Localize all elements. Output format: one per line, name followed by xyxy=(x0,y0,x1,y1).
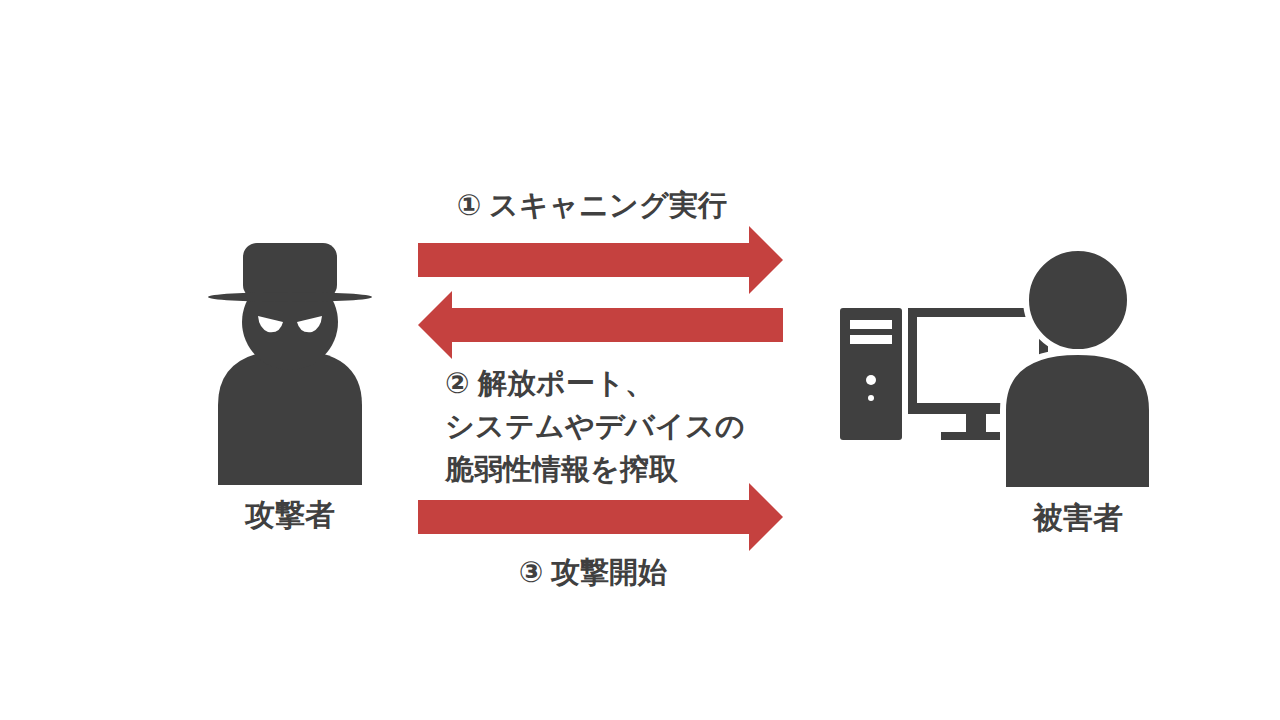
arrow-head xyxy=(749,483,783,551)
role-label: 被害者 xyxy=(1033,500,1123,536)
attacker-body xyxy=(218,350,362,485)
step-label: ② 解放ポート、 システムやデバイスの 脆弱性情報を搾取 xyxy=(445,362,790,491)
attacker-figure xyxy=(208,243,372,485)
person-node: 攻撃者 xyxy=(160,235,418,535)
step-label: ③ 攻撃開始 xyxy=(519,551,668,594)
role-label: 攻撃者 xyxy=(245,497,335,533)
led xyxy=(868,395,874,401)
arrow-head xyxy=(418,291,452,359)
power-button xyxy=(866,375,876,385)
victim-body xyxy=(1003,352,1152,490)
person-node: 被害者 xyxy=(783,235,1168,535)
attacker-eye xyxy=(258,316,283,332)
hat-brim xyxy=(208,292,372,302)
arrow-shaft xyxy=(452,308,783,342)
block-arrow xyxy=(418,291,783,359)
step-label: ① スキャニング実行 xyxy=(457,184,728,227)
arrow-shaft xyxy=(418,500,749,534)
drive-slot xyxy=(850,335,892,344)
drive-slot xyxy=(850,320,892,329)
monitor-stand xyxy=(966,414,986,434)
attacker-eye xyxy=(297,316,322,332)
block-arrow xyxy=(418,483,783,551)
block-arrow xyxy=(418,226,783,294)
arrow-head xyxy=(749,226,783,294)
victim-figure xyxy=(840,248,1152,490)
pc-tower xyxy=(840,308,902,440)
hat-crown xyxy=(243,243,337,299)
victim-head xyxy=(1026,248,1130,352)
arrow-shaft xyxy=(418,243,749,277)
